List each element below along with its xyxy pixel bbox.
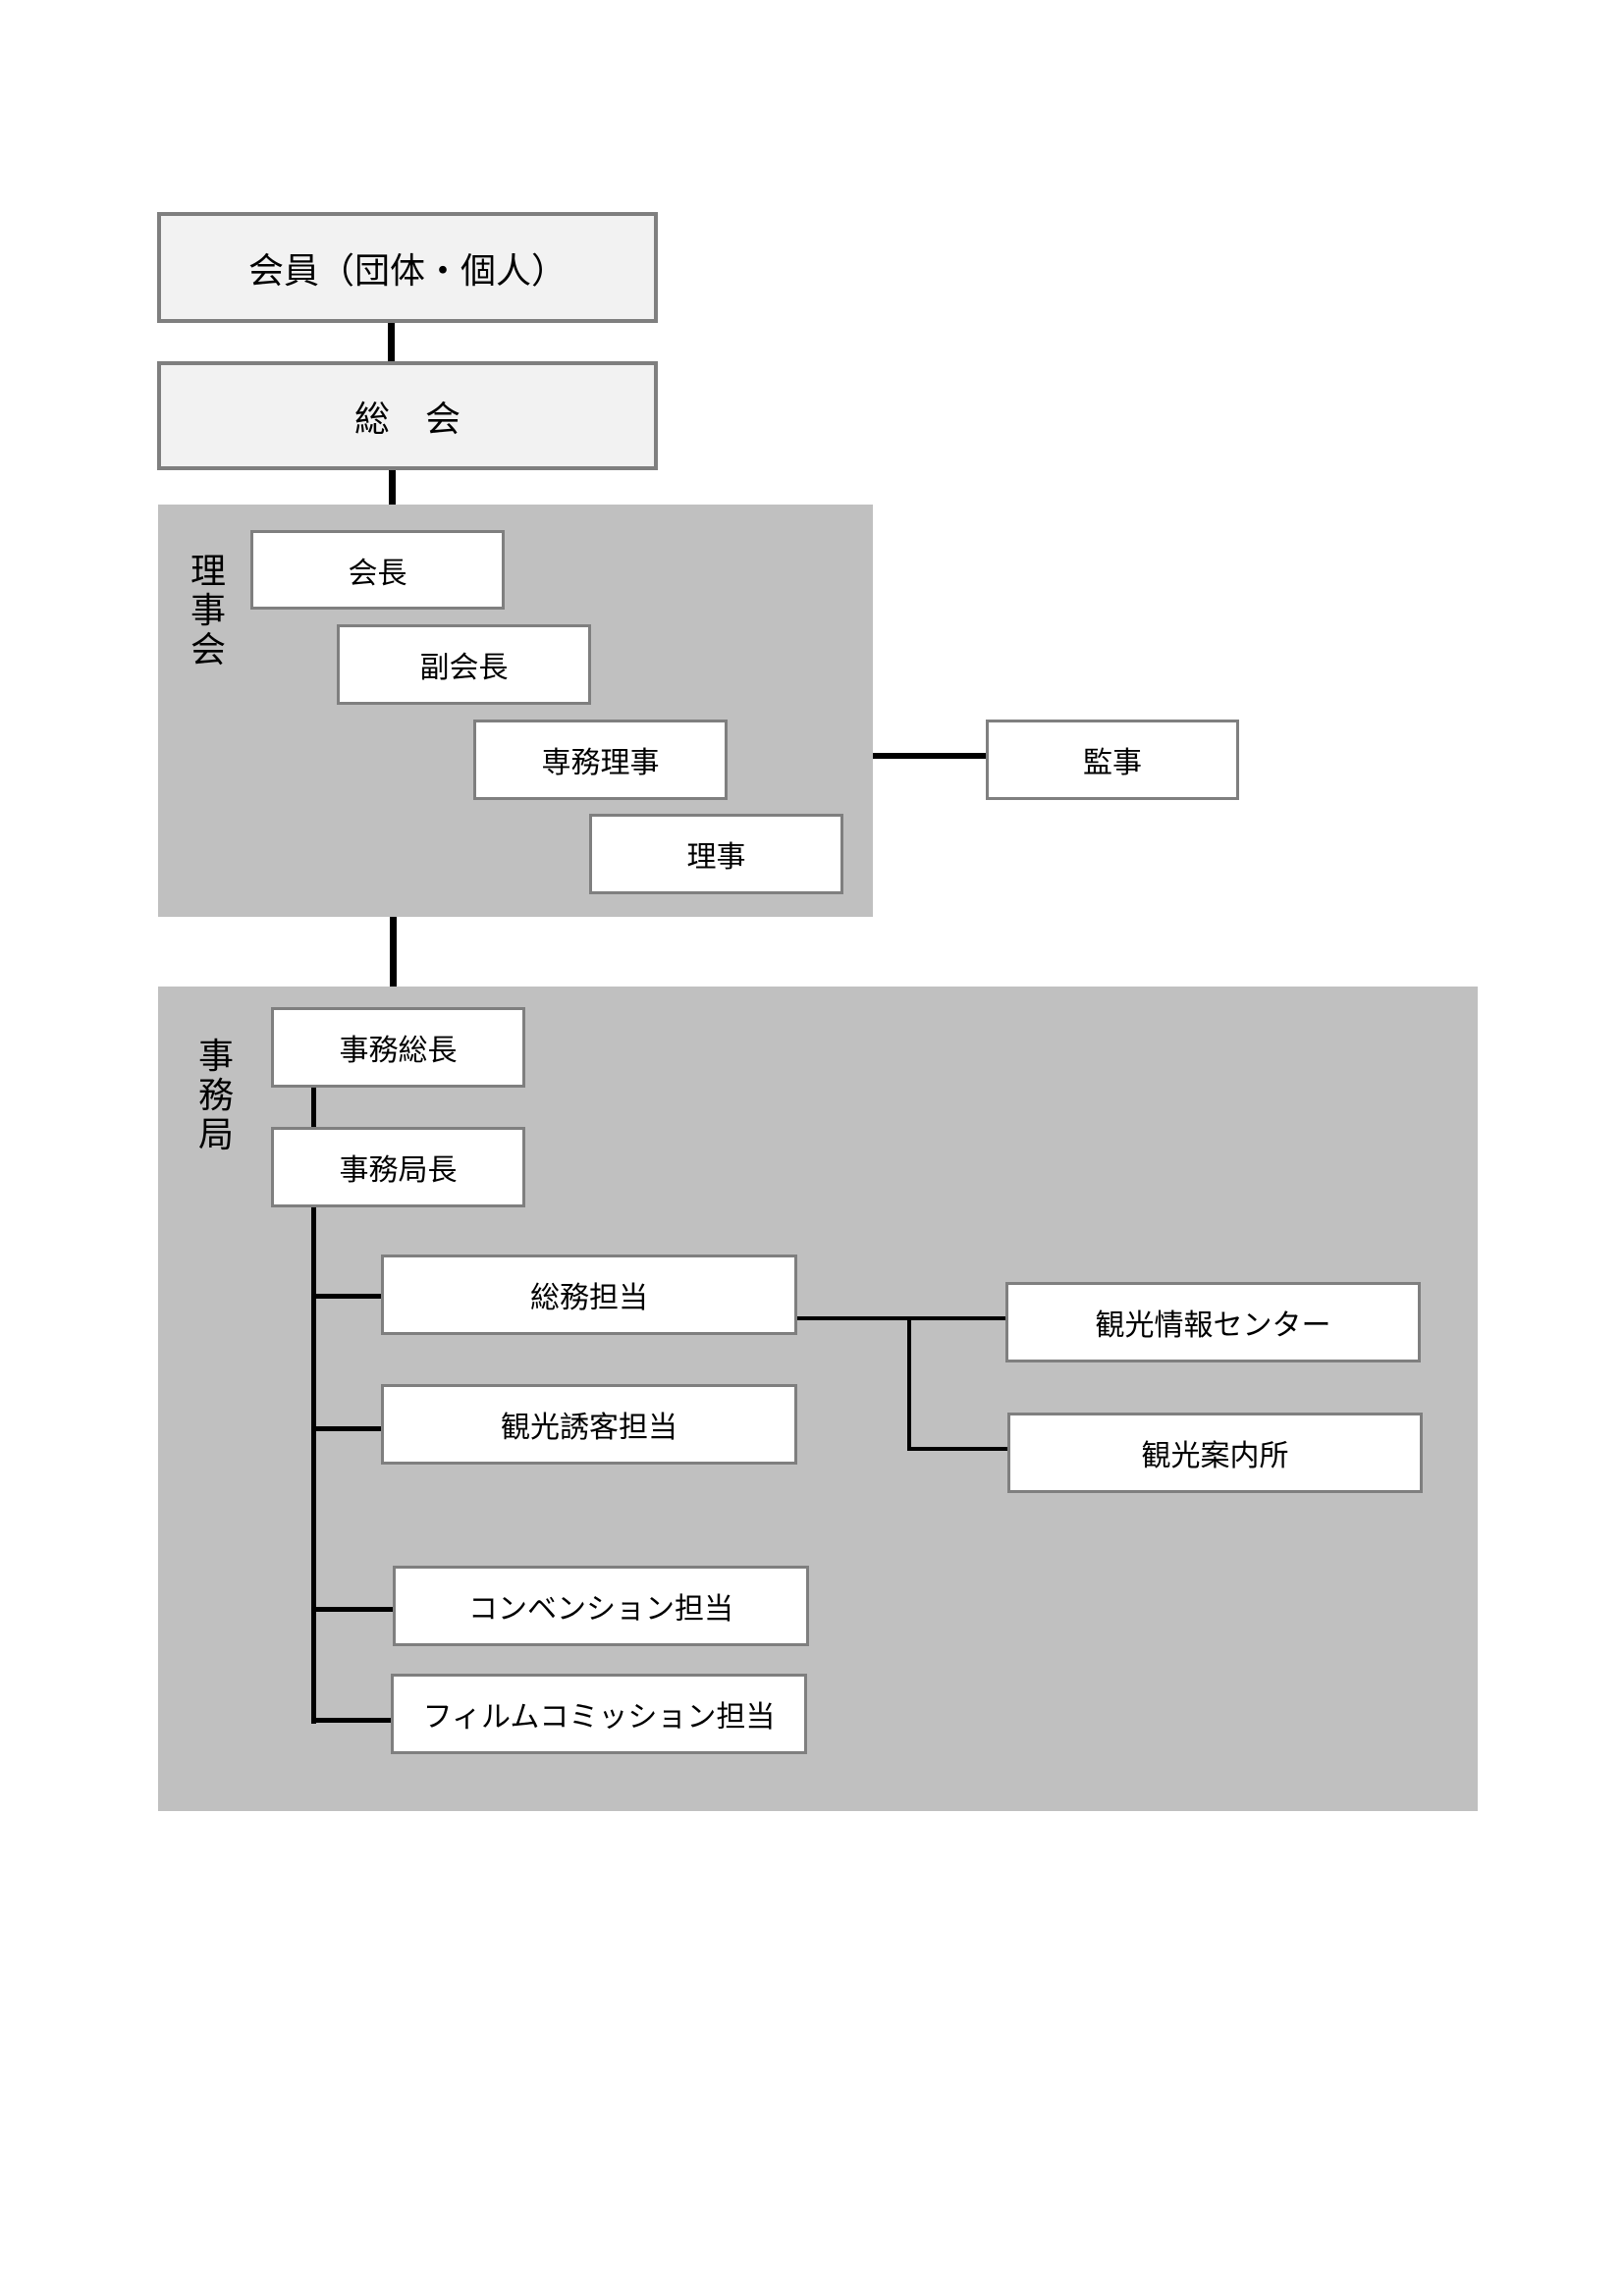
vice-president-box: 副会長 [337, 624, 591, 705]
connector-assembly-board [389, 469, 396, 505]
president-box: 会長 [250, 530, 505, 610]
centers-vertical-line [907, 1316, 911, 1451]
film-commission-box: フィルムコミッション担当 [391, 1674, 807, 1754]
tourist-info-office-box: 観光案内所 [1007, 1413, 1423, 1493]
connector-board-auditor [873, 753, 989, 759]
board-label: 理 事 会 [189, 552, 226, 670]
connector-general-affairs-centers [796, 1316, 1008, 1320]
tourism-promotion-box: 観光誘客担当 [381, 1384, 797, 1465]
secretary-general-box: 事務総長 [271, 1007, 525, 1088]
connector-secgen-chief [311, 1087, 316, 1130]
convention-box: コンベンション担当 [393, 1566, 809, 1646]
connector-board-secretariat [390, 916, 397, 987]
secretariat-region [158, 987, 1478, 1811]
general-assembly-box: 総 会 [157, 361, 658, 470]
branch-tourism-promotion [311, 1426, 384, 1431]
director-box: 理事 [589, 814, 843, 894]
branch-general-affairs [311, 1294, 384, 1299]
connector-members-assembly [388, 322, 395, 363]
secretariat-trunk-line [311, 1207, 316, 1724]
bureau-chief-box: 事務局長 [271, 1127, 525, 1207]
branch-convention [311, 1607, 396, 1612]
secretariat-label: 事 務 局 [197, 1037, 234, 1155]
branch-film-commission [311, 1718, 394, 1723]
tourist-info-center-box: 観光情報センター [1005, 1282, 1421, 1362]
auditor-box: 監事 [986, 720, 1239, 800]
general-affairs-box: 総務担当 [381, 1255, 797, 1335]
branch-tourist-info-office [907, 1447, 1010, 1451]
members-box: 会員（団体・個人） [157, 212, 658, 323]
executive-director-box: 専務理事 [473, 720, 728, 800]
